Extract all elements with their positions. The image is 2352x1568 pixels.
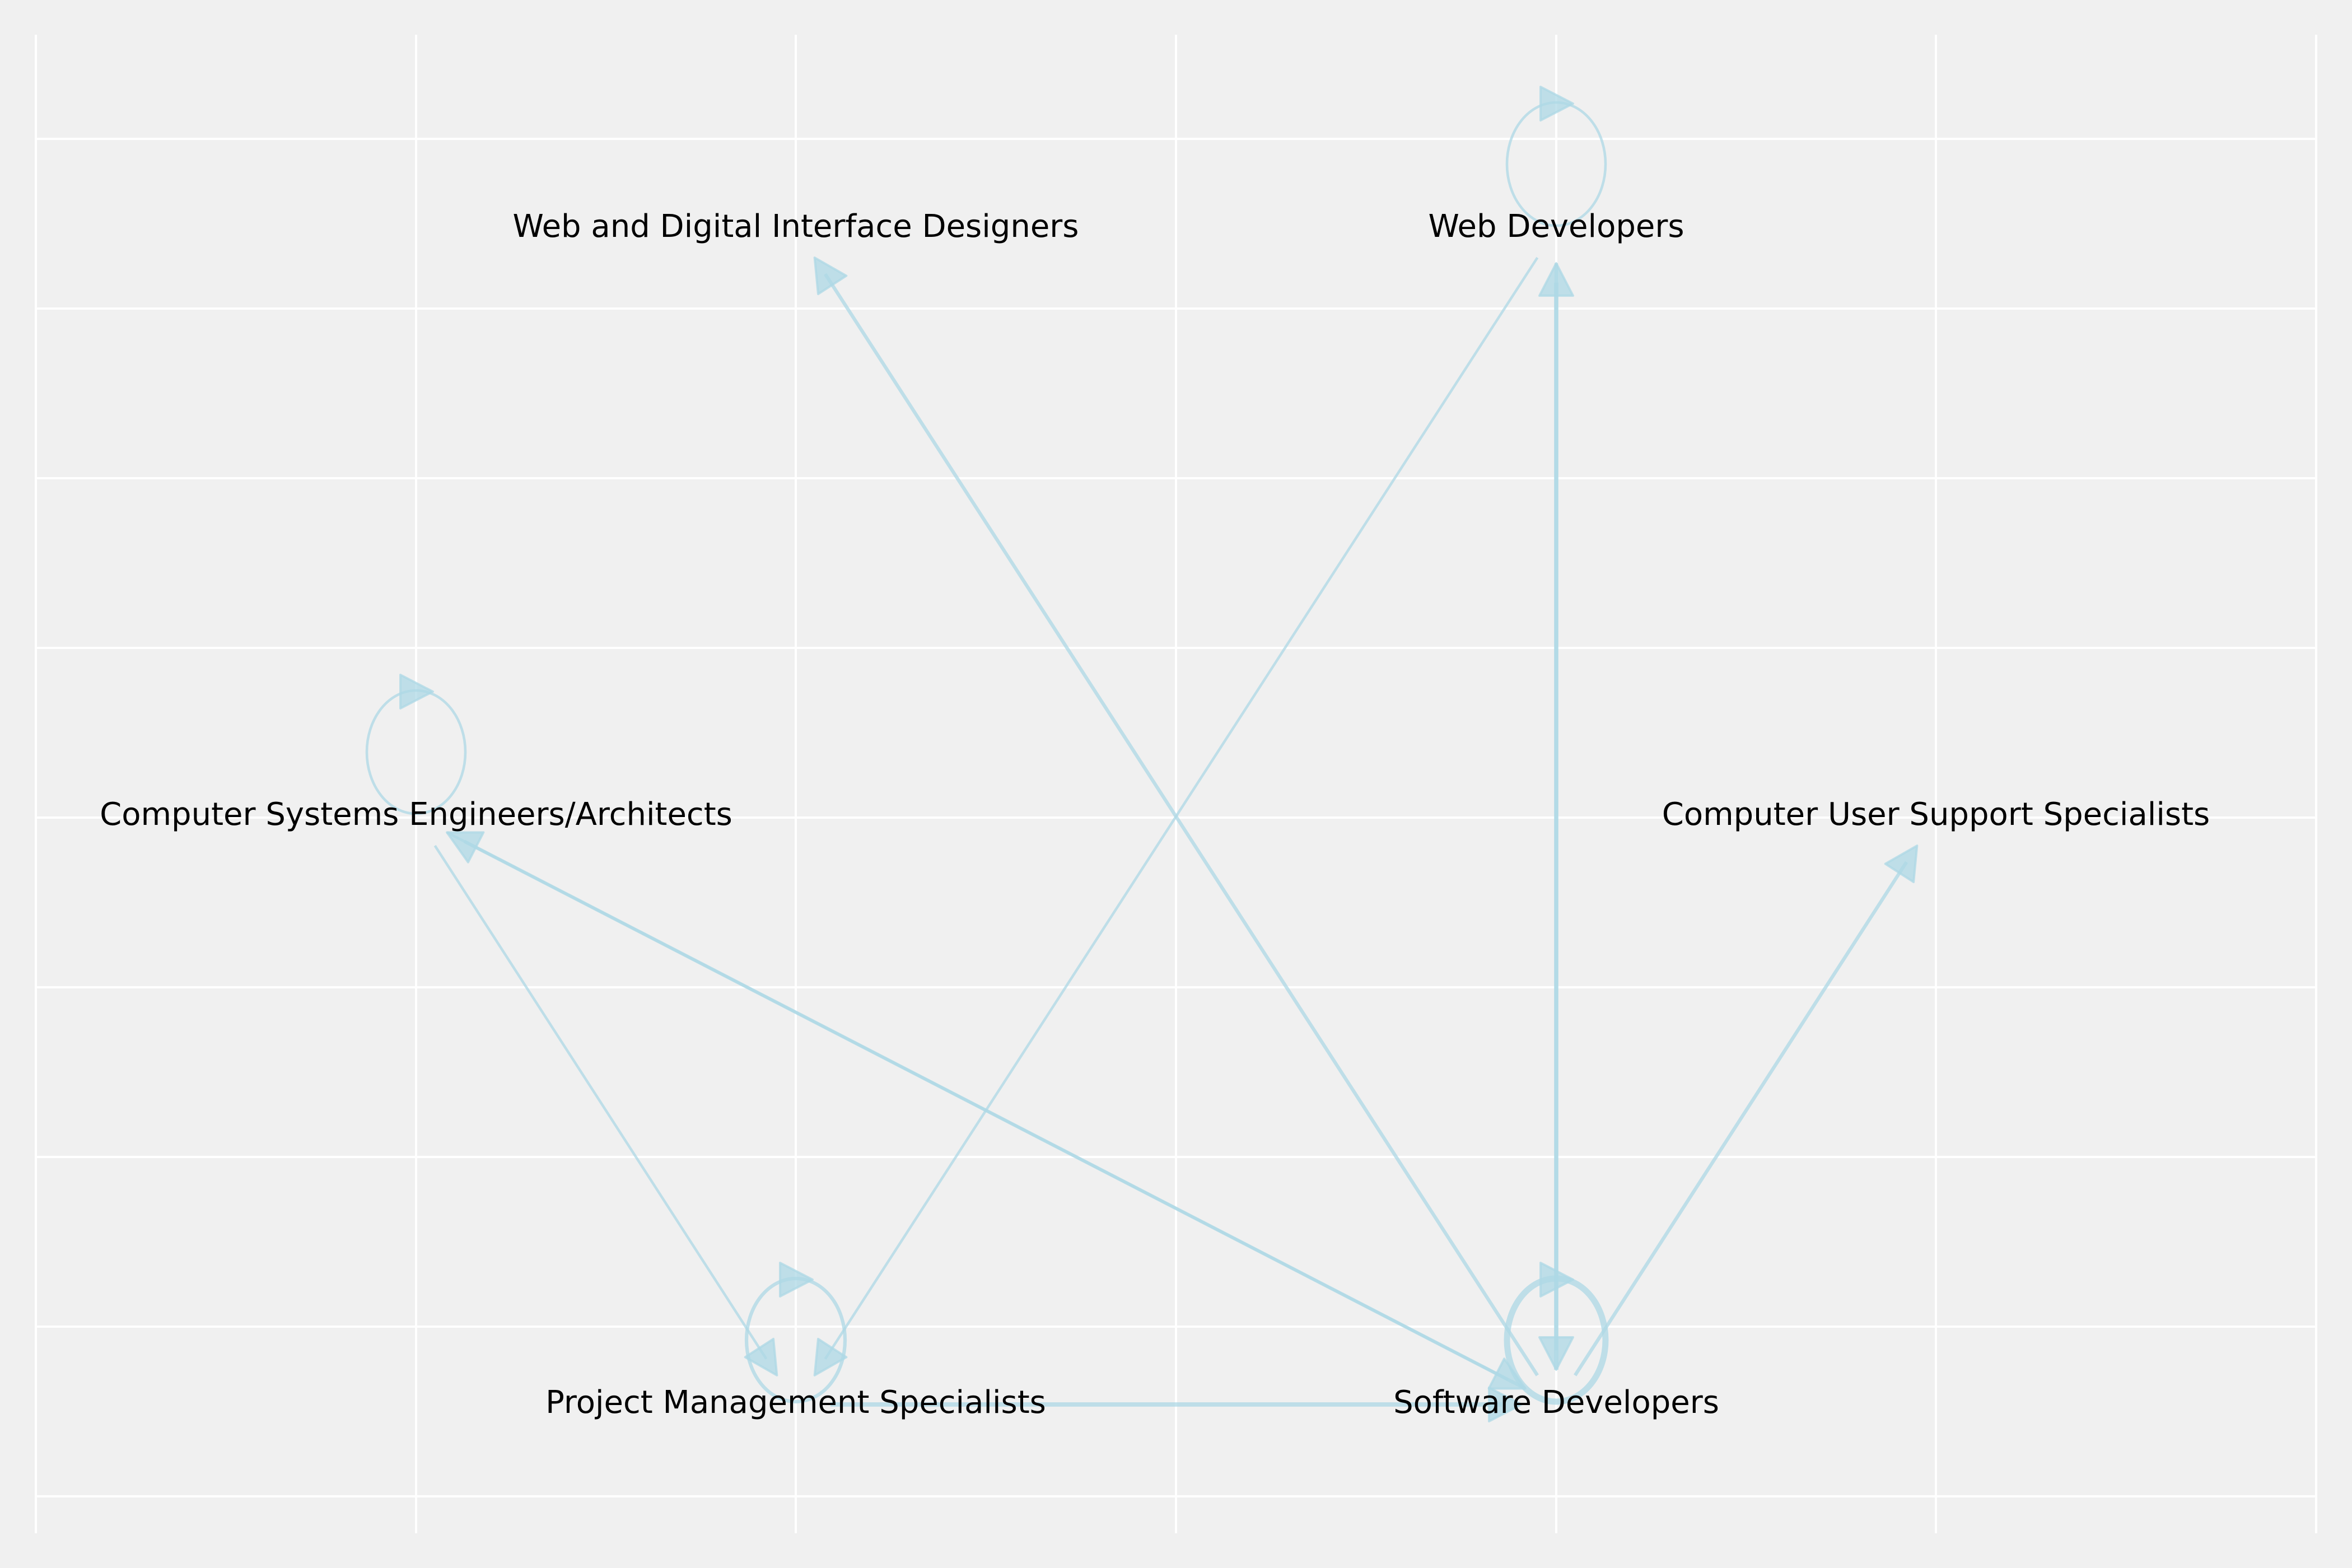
edge-sd-to-web-design [823,273,1539,1376]
node-label-project-management: Project Management Specialists [545,1384,1046,1421]
edge-sd-to-web-design-arrowhead [813,256,848,296]
node-label-software-developers: Software Developers [1393,1384,1719,1421]
edge-web-dev-to-web-dev-arrowhead [1539,86,1574,122]
grid [35,35,2317,1533]
edge-cse-to-sd [446,831,1509,1381]
node-label-computer-user-support: Computer User Support Specialists [1662,796,2210,833]
edge-sd-to-cuss [1574,861,1908,1376]
node-label-web-developers: Web Developers [1428,208,1684,245]
edge-web-dev-to-sd-arrowhead [1538,1336,1574,1371]
edge-pms-to-pms-arrowhead [779,1262,814,1298]
edge-cse-to-pms-arrowhead [744,1337,778,1376]
edges [365,86,1919,1422]
edge-cse-to-cse-arrowhead [399,674,434,710]
grid-verticals [35,35,2317,1533]
node-label-computer-systems-engineers: Computer Systems Engineers/Architects [100,796,732,833]
grid-horizontals [36,138,2316,1497]
edge-sd-to-cuss-arrowhead [1884,844,1919,884]
edge-web-dev-to-pms-arrowhead [813,1337,848,1376]
edge-sd-to-sd-arrowhead [1539,1262,1574,1298]
node-label-web-design: Web and Digital Interface Designers [513,208,1079,245]
nodes: Web and Digital Interface Designers Web … [100,208,2210,1421]
edge-cse-to-pms [433,844,768,1360]
edge-web-dev-to-pms [824,256,1539,1360]
edge-pms-to-sd-arrowhead [1488,1387,1523,1422]
